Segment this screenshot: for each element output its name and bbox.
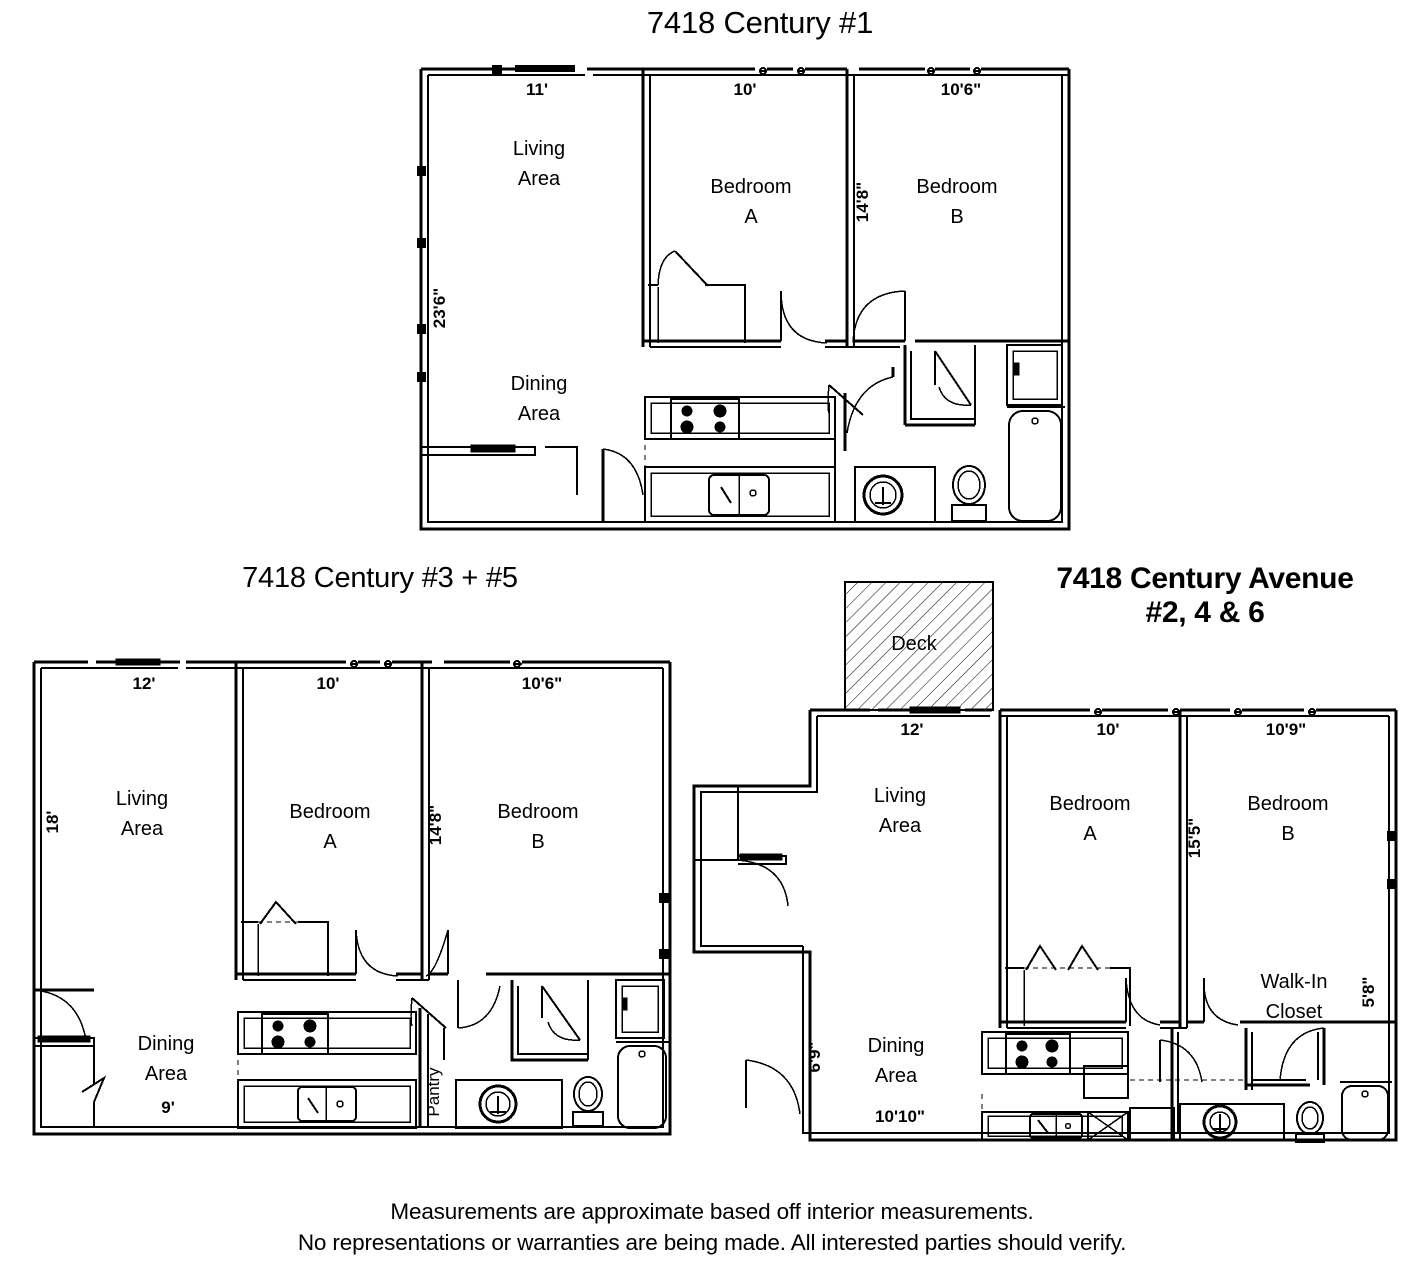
floor-plan-unit35: Living Area Dining Area Bedroom A Bedroo…	[8, 650, 680, 1145]
room-label-bedroom-b-2: B	[950, 206, 963, 228]
room-label-dining-area-2: Area	[145, 1063, 188, 1085]
room-label-bedroom-a: Bedroom	[289, 801, 370, 823]
disclaimer-text: Measurements are approximate based off i…	[297, 1199, 1127, 1256]
dim-living-width: 12'	[133, 674, 156, 693]
room-label-walk-in-closet-2: Closet	[1266, 1001, 1323, 1023]
room-label-walk-in-closet: Walk-In	[1260, 971, 1327, 993]
room-label-living-area-2: Area	[121, 818, 164, 840]
room-label-living-area-2: Area	[518, 168, 561, 190]
dim-bedroom-a-width: 10'	[317, 674, 340, 693]
dim-living-depth: 23'6"	[430, 288, 449, 328]
room-label-bedroom-b: Bedroom	[916, 176, 997, 198]
room-label-bedroom-a: Bedroom	[1049, 793, 1130, 815]
room-label-bedroom-b-2: B	[531, 831, 544, 853]
room-label-bedroom-b-2: B	[1281, 823, 1294, 845]
room-label-dining-area: Dining	[511, 373, 568, 395]
dim-living-depth: 18'	[43, 811, 62, 834]
room-label-bedroom-a-2: A	[744, 206, 758, 228]
room-label-living-area: Living	[116, 788, 168, 810]
room-label-dining-area-2: Area	[875, 1065, 918, 1087]
dim-dining-width: 9'	[161, 1098, 175, 1117]
dim-bedroom-b-width: 10'6"	[522, 674, 562, 693]
room-label-bedroom-b: Bedroom	[1247, 793, 1328, 815]
room-label-dining-area: Dining	[138, 1033, 195, 1055]
dim-bedroom-a-width: 10'	[1097, 720, 1120, 739]
dim-dining-depth: 6'9"	[805, 1041, 824, 1072]
room-label-bedroom-a-2: A	[1083, 823, 1097, 845]
dim-bedroom-a-width: 10'	[734, 80, 757, 99]
dim-bedroom-b-width: 10'6"	[941, 80, 981, 99]
room-label-deck: Deck	[891, 633, 938, 655]
plan-title-unit1: 7418 Century #1	[646, 5, 874, 40]
room-label-living-area: Living	[513, 138, 565, 160]
floor-plan-unit246: Deck Living Area Dining Area Bedroom A B…	[690, 580, 1424, 1170]
room-label-bedroom-b: Bedroom	[497, 801, 578, 823]
dim-bedroom-b-width: 10'9"	[1266, 720, 1306, 739]
room-label-living-area-2: Area	[879, 815, 922, 837]
room-label-living-area: Living	[874, 785, 926, 807]
room-label-bedroom-a-2: A	[323, 831, 337, 853]
room-label-dining-area: Dining	[868, 1035, 925, 1057]
dim-bedroom-depth: 14'8"	[853, 182, 872, 222]
dim-living-width: 11'	[526, 80, 548, 99]
plan-title-unit246: 7418 Century Avenue #2, 4 & 6	[1056, 562, 1354, 629]
dim-dining-width: 10'10"	[875, 1107, 925, 1126]
dim-closet-depth: 5'8"	[1359, 976, 1378, 1007]
room-label-bedroom-a: Bedroom	[710, 176, 791, 198]
dim-living-width: 12'	[901, 720, 924, 739]
plan-title-unit35: 7418 Century #3 + #5	[242, 562, 518, 594]
room-label-dining-area-2: Area	[518, 403, 561, 425]
floor-plan-unit1: Living Area Dining Area Bedroom A Bedroo…	[415, 55, 1075, 535]
dim-bedroom-depth: 14'8"	[426, 805, 445, 845]
dim-bedroom-depth: 15'5"	[1185, 818, 1204, 858]
room-label-pantry: Pantry	[424, 1067, 443, 1117]
